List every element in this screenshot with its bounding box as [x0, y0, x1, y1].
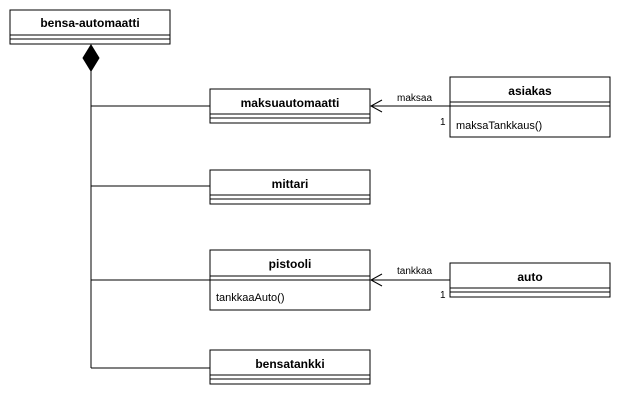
class-mittari[interactable]: mittari — [209, 169, 371, 205]
class-maksuautomaatti[interactable]: maksuautomaatti — [209, 88, 371, 124]
operation-label: tankkaaAuto() — [216, 292, 284, 304]
association-label: tankkaa — [397, 266, 432, 277]
association-maksaa: maksaa 1 — [369, 93, 450, 128]
arrowhead-icon — [369, 273, 383, 287]
composition-diamond — [82, 44, 100, 72]
class-name: pistooli — [269, 257, 312, 271]
association-label: maksaa — [397, 93, 432, 104]
arrowhead-icon — [369, 99, 383, 113]
composition-edges — [82, 44, 210, 369]
multiplicity-label: 1 — [440, 290, 446, 301]
multiplicity-label: 1 — [440, 117, 446, 128]
class-name: mittari — [272, 177, 309, 191]
class-asiakas[interactable]: asiakas maksaTankkaus() — [449, 76, 611, 138]
class-name: maksuautomaatti — [241, 96, 340, 110]
class-auto[interactable]: auto — [449, 262, 611, 298]
class-bensatankki[interactable]: bensatankki — [209, 349, 371, 385]
operation-label: maksaTankkaus() — [456, 120, 542, 132]
class-pistooli[interactable]: pistooli tankkaaAuto() — [209, 249, 371, 311]
class-name: bensa-automaatti — [40, 16, 139, 30]
class-name: auto — [517, 270, 542, 284]
class-name: bensatankki — [255, 357, 324, 371]
class-bensa-automaatti[interactable]: bensa-automaatti — [9, 9, 171, 45]
association-tankkaa: tankkaa 1 — [369, 266, 450, 301]
class-name: asiakas — [508, 84, 552, 98]
